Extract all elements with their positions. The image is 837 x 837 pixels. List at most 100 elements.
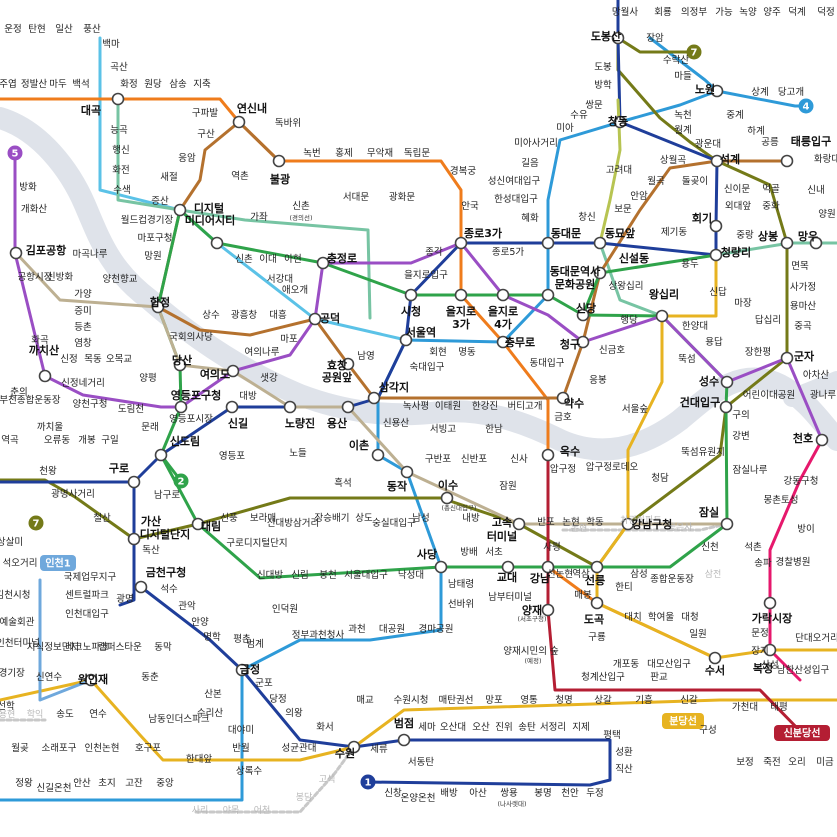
- future-station-label-4: 용현: [0, 709, 15, 720]
- transfer-station-30: [576, 335, 590, 349]
- transfer-label-2: 창동: [608, 114, 628, 128]
- transfer-label-45: 성수: [699, 374, 719, 388]
- transfer-label-0: 도봉산: [591, 29, 621, 43]
- station-label-119: 목동: [84, 354, 102, 365]
- transfer-station-54: [191, 517, 205, 531]
- transfer-label-66: 금천구청: [146, 565, 186, 579]
- transfer-station-5: [232, 115, 246, 129]
- station-label-64: 방화: [19, 182, 37, 193]
- station-label-51: 화랑대: [814, 153, 837, 165]
- station-label-261: 청명: [555, 695, 572, 706]
- station-label-62: 먹골: [762, 184, 780, 195]
- line-gyeongui: [116, 97, 372, 320]
- station-label-94: 을지로입구: [404, 269, 448, 281]
- transfer-label-4: 태릉입구: [791, 134, 831, 148]
- station-label-268: 화서: [316, 722, 333, 733]
- transfer-station-38: [367, 391, 381, 405]
- transfer-station-33: [226, 364, 240, 378]
- station-label-232: 장지: [751, 646, 768, 657]
- line-badge-circle: [28, 515, 44, 531]
- station-label-217: 인덕원: [272, 604, 298, 615]
- transfer-station-35: [225, 400, 239, 414]
- station-label-96: 용두: [681, 259, 699, 270]
- station-label-1: 회룡: [654, 7, 672, 18]
- station-label-252: 연수: [89, 709, 107, 720]
- station-label-203: 역삼: [572, 569, 590, 580]
- station-label-286: 직산: [615, 764, 633, 775]
- station-label-185: 숭실대입구: [372, 517, 416, 529]
- station-label-250: 당정: [269, 694, 286, 705]
- station-label-285: 성환: [615, 746, 633, 758]
- station-label-76: 가좌: [250, 212, 268, 223]
- station-label-144: 도림천: [118, 403, 144, 415]
- station-label-97: 서강대: [267, 274, 293, 285]
- future-station-label-7: 야목: [223, 805, 240, 816]
- station-label-156: 오류동: [44, 435, 70, 446]
- station-label-106: 등촌: [74, 322, 92, 333]
- line-badge-circle: [7, 145, 23, 161]
- station-label-225: 일원: [689, 629, 706, 640]
- station-label-63: 신내: [807, 185, 824, 196]
- transfer-label-37: 영등포구청: [171, 388, 222, 402]
- station-label-29: 쌍문: [585, 100, 603, 111]
- transfer-station-25: [593, 266, 607, 280]
- station-label-9: 탄현: [28, 24, 45, 35]
- station-label-269: 구성: [699, 725, 716, 736]
- station-label-109: 대흥: [269, 309, 287, 321]
- station-note-1: (총신대입구): [442, 503, 477, 512]
- station-label-303: 아산: [469, 788, 487, 799]
- transfer-station-55: [127, 532, 141, 546]
- station-label-235: 테크노파크: [65, 642, 109, 653]
- transfer-station-62: [541, 603, 555, 617]
- station-label-124: 신금호: [599, 345, 625, 356]
- station-label-260: 영통: [520, 695, 538, 706]
- station-label-280: 진위: [495, 721, 512, 733]
- station-label-125: 여의나루: [245, 346, 280, 358]
- line-badge-b2: 2: [173, 473, 189, 489]
- line-future-ansan: [194, 745, 356, 814]
- transfer-label-24: 을지로: [488, 304, 518, 318]
- transfer-station-40: [556, 391, 570, 405]
- station-label-164: 신사: [510, 454, 528, 465]
- station-label-61: 신이문: [724, 184, 750, 195]
- station-label-162: 구반포: [425, 454, 451, 465]
- station-label-43: 행신: [112, 144, 129, 156]
- station-label-87: 이대: [259, 254, 276, 265]
- station-label-199: 신림: [291, 569, 308, 581]
- station-label-105: 용마산: [790, 301, 816, 312]
- station-label-98: 애오개: [282, 285, 308, 296]
- station-label-49: 상월곡: [660, 154, 686, 166]
- station-label-304: 쌍용: [500, 788, 518, 799]
- transfer-label-15: 망우: [798, 229, 818, 243]
- station-label-80: 월드컵경기장: [121, 214, 174, 226]
- station-label-244: 신연수: [36, 672, 62, 683]
- station-label-204: 삼성: [630, 569, 647, 580]
- transfer-station-34: [174, 400, 188, 414]
- station-label-78: 혜화: [521, 212, 539, 224]
- station-label-284: 평택: [603, 730, 620, 741]
- line-badge-circle: [798, 98, 814, 114]
- station-label-220: 학여울: [648, 611, 674, 623]
- station-label-233: 단대오거리: [795, 633, 837, 644]
- station-note-3: (예정): [524, 656, 541, 665]
- station-label-190: 구로디지털단지: [226, 537, 287, 549]
- station-label-154: 강변: [732, 431, 749, 442]
- transfer-label-63: 교대: [497, 570, 517, 584]
- station-label-112: 중곡: [794, 321, 812, 332]
- station-label-157: 개봉: [78, 435, 96, 446]
- line-badge-number: 2: [178, 477, 185, 488]
- station-label-305: 봉명: [534, 788, 551, 799]
- station-label-161: 노들: [289, 448, 307, 459]
- edge-station-label-8: 석오거리: [3, 558, 38, 569]
- line-2: [156, 208, 729, 580]
- station-label-73: 신촌: [292, 201, 310, 212]
- transfer-label-34: 까치산: [29, 343, 59, 357]
- station-label-226: 정부과천청사: [292, 630, 345, 641]
- line-badge-b1: 1: [360, 774, 376, 790]
- transfer-label-6: 불광: [270, 173, 290, 186]
- station-label-150: 문래: [141, 422, 158, 433]
- edge-station-label-3: 문학경기장: [0, 667, 25, 679]
- station-label-25: 삼송: [169, 79, 187, 90]
- transfer-station-17: [210, 236, 224, 250]
- transfer-label-50: 옥수: [560, 445, 580, 458]
